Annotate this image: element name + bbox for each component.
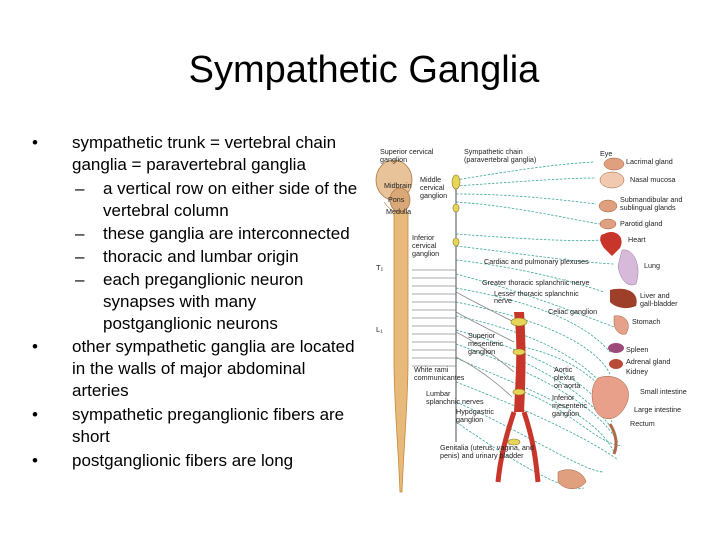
slide-title: Sympathetic Ganglia <box>188 49 540 91</box>
eye-icon <box>603 157 625 171</box>
sympathetic-chain <box>451 174 461 442</box>
label-sympathetic-chain: Sympathetic chain <box>464 147 523 156</box>
label-lacrimal: Lacrimal gland <box>626 157 673 166</box>
sub-bullet-item: these ganglia are interconnected <box>28 223 358 245</box>
nasal-icon <box>599 171 625 189</box>
label-lumbar: Lumbar <box>426 389 451 398</box>
svg-text:ganglion: ganglion <box>420 191 447 200</box>
spinal-cord <box>393 211 409 493</box>
diagram-labels-right: Eye Lacrimal gland Nasal mucosa Submandi… <box>600 149 687 428</box>
svg-text:mesenteric: mesenteric <box>552 401 588 410</box>
stomach-icon <box>613 315 629 335</box>
organs <box>557 157 639 489</box>
adrenal-icon <box>609 359 623 369</box>
bullet-item: sympathetic preganglionic fibers are sho… <box>28 404 358 448</box>
diagram-labels-left: Superior cervical ganglion Sympathetic c… <box>376 147 597 460</box>
svg-text:ganglion: ganglion <box>456 415 483 424</box>
label-white-rami: White rami <box>414 365 449 374</box>
rectum-icon <box>608 423 618 455</box>
label-liver: Liver and <box>640 291 670 300</box>
label-stomach: Stomach <box>632 317 660 326</box>
svg-text:ganglion: ganglion <box>468 347 495 356</box>
label-submandibular: Submandibular and <box>620 195 682 204</box>
label-medulla: Medulla <box>386 207 411 216</box>
parotid-icon <box>599 218 617 230</box>
bullet-item: sympathetic trunk = vertebral chain gang… <box>28 132 358 176</box>
label-cardiac: Cardiac and pulmonary plexuses <box>484 257 589 266</box>
label-inferior-mesenteric: Inferior <box>552 393 575 402</box>
bullet-item: other sympathetic ganglia are located in… <box>28 336 358 402</box>
label-aortic: Aortic <box>554 365 573 374</box>
svg-text:splanchnic nerves: splanchnic nerves <box>426 397 484 406</box>
svg-text:on aorta: on aorta <box>554 381 580 390</box>
label-genitalia: Genitalia (uterus, vagina, and <box>440 443 534 452</box>
label-heart: Heart <box>628 235 646 244</box>
svg-text:Superior cervical: Superior cervical <box>380 147 434 156</box>
label-middle-cervical: Middle <box>420 175 441 184</box>
label-adrenal: Adrenal gland <box>626 357 670 366</box>
label-greater: Greater thoracic splanchnic nerve <box>482 278 589 287</box>
brainstem-illustration <box>375 159 413 215</box>
svg-text:ganglion: ganglion <box>412 249 439 258</box>
genitalia-icon <box>557 469 587 489</box>
label-lung: Lung <box>644 261 660 270</box>
svg-text:gall-bladder: gall-bladder <box>640 299 678 308</box>
sub-bullet-item: each preganglionic neuron synapses with … <box>28 269 358 335</box>
spleen-icon <box>608 343 624 353</box>
bullet-list: sympathetic trunk = vertebral chain gang… <box>28 132 358 474</box>
label-lesser: Lesser thoracic splanchnic <box>494 289 579 298</box>
label-t1: T₁ <box>376 263 384 272</box>
label-inferior-cervical: Inferior <box>412 233 435 242</box>
label-hypogastric: Hypogastric <box>456 407 494 416</box>
preganglionic-fibers <box>412 269 515 398</box>
label-small-intestine: Small intestine <box>640 387 687 396</box>
label-superior-mesenteric: Superior <box>468 331 496 340</box>
svg-text:penis) and urinary bladder: penis) and urinary bladder <box>440 451 524 460</box>
svg-text:nerve: nerve <box>494 296 512 305</box>
liver-icon <box>610 288 637 309</box>
lung-icon <box>617 249 639 286</box>
svg-text:sublingual glands: sublingual glands <box>620 203 676 212</box>
bullet-item: postganglionic fibers are long <box>28 450 358 472</box>
svg-text:ganglion: ganglion <box>552 409 579 418</box>
label-nasal: Nasal mucosa <box>630 175 676 184</box>
svg-text:mesenteric: mesenteric <box>468 339 504 348</box>
sub-bullet-item: a vertical row on either side of the ver… <box>28 178 358 222</box>
label-midbrain: Midbrain <box>384 181 412 190</box>
label-pons: Pons <box>388 195 405 204</box>
sub-bullet-item: thoracic and lumbar origin <box>28 246 358 268</box>
svg-text:(paravertebral ganglia): (paravertebral ganglia) <box>464 155 536 164</box>
label-spleen: Spleen <box>626 345 648 354</box>
aorta-plexus <box>495 312 541 483</box>
sympathetic-nervous-system-diagram: Superior cervical ganglion Sympathetic c… <box>364 142 722 534</box>
label-kidney: Kidney <box>626 367 648 376</box>
intestine-icon <box>591 376 629 419</box>
label-parotid: Parotid gland <box>620 219 662 228</box>
label-large-intestine: Large intestine <box>634 405 681 414</box>
label-rectum: Rectum <box>630 419 655 428</box>
label-l1: L₁ <box>376 325 383 334</box>
label-superior-cervical: Superior cervical <box>380 147 434 156</box>
svg-text:cervical: cervical <box>420 183 445 192</box>
label-celiac: Celiac ganglion <box>548 307 597 316</box>
svg-text:plexus: plexus <box>554 373 575 382</box>
svg-text:ganglion: ganglion <box>380 155 407 164</box>
svg-text:cervical: cervical <box>412 241 437 250</box>
svg-text:Sympathetic chain: Sympathetic chain <box>464 147 523 156</box>
diagram-svg: Superior cervical ganglion Sympathetic c… <box>375 147 687 493</box>
heart-icon <box>600 231 622 256</box>
svg-text:communicantes: communicantes <box>414 373 465 382</box>
label-eye: Eye <box>600 149 612 158</box>
gland-icon <box>598 199 618 213</box>
